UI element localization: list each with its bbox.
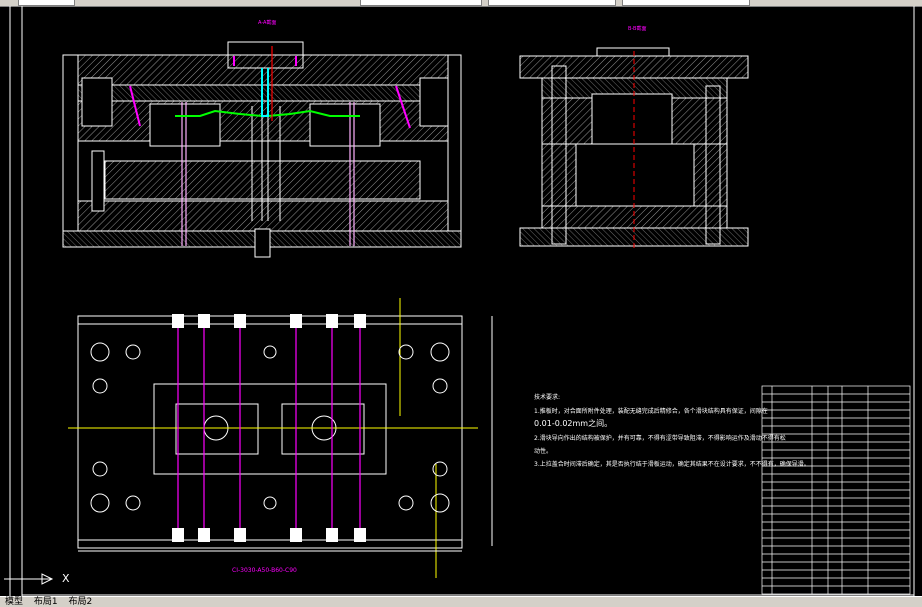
ucs-arrow — [4, 573, 54, 585]
lineweight-dropdown[interactable] — [622, 0, 750, 6]
drawing-frame — [9, 6, 915, 596]
technical-notes: 技术要求: 1.推板时，对合面所附件处理，装配无缝完成后精修合，各个滑块结构具有… — [534, 393, 810, 468]
tab-layout1[interactable]: 布局1 — [33, 597, 58, 607]
drawing-code: CI-3030-A50-B60-C90 — [232, 567, 297, 574]
style-dropdown[interactable] — [360, 0, 482, 6]
tab-layout2[interactable]: 布局2 — [68, 597, 93, 607]
notes-heading: 技术要求: — [534, 393, 560, 401]
notes-line-3: 2.滑块导向作出的结构被保护，并有可靠，不得有涩带导致阻滞，不得影响运作及滑动不… — [534, 434, 786, 442]
front-section-view: A-A截面 — [62, 19, 462, 258]
drawing-svg: A-A截面 B-B截面 — [9, 6, 915, 596]
ucs-icon — [4, 568, 64, 593]
notes-line-5: 3.上拉盖合时间滞后确定，其是否执行结于滑板运动，确定其结果不在设计要求，不不得… — [534, 460, 810, 468]
layout-tabs: 模型 布局1 布局2 — [0, 596, 922, 607]
drawing-canvas[interactable]: A-A截面 B-B截面 — [0, 6, 922, 596]
bom-table — [761, 385, 911, 595]
notes-line-2: 0.01-0.02mm之间。 — [534, 418, 612, 428]
linetype-dropdown[interactable] — [488, 0, 616, 6]
plan-view: CI-3030-A50-B60-C90 — [68, 298, 493, 578]
side-view-title: B-B截面 — [628, 25, 647, 32]
toolbar — [0, 0, 922, 7]
side-section-view: B-B截面 — [519, 25, 749, 251]
ucs-x-label: X — [62, 572, 70, 585]
notes-line-4: 动性。 — [534, 447, 552, 455]
notes-line-1: 1.推板时，对合面所附件处理，装配无缝完成后精修合，各个滑块结构具有保证，间隙在 — [534, 407, 768, 415]
layer-dropdown[interactable] — [18, 0, 75, 6]
front-view-title: A-A截面 — [258, 19, 276, 26]
tab-model[interactable]: 模型 — [5, 597, 24, 607]
